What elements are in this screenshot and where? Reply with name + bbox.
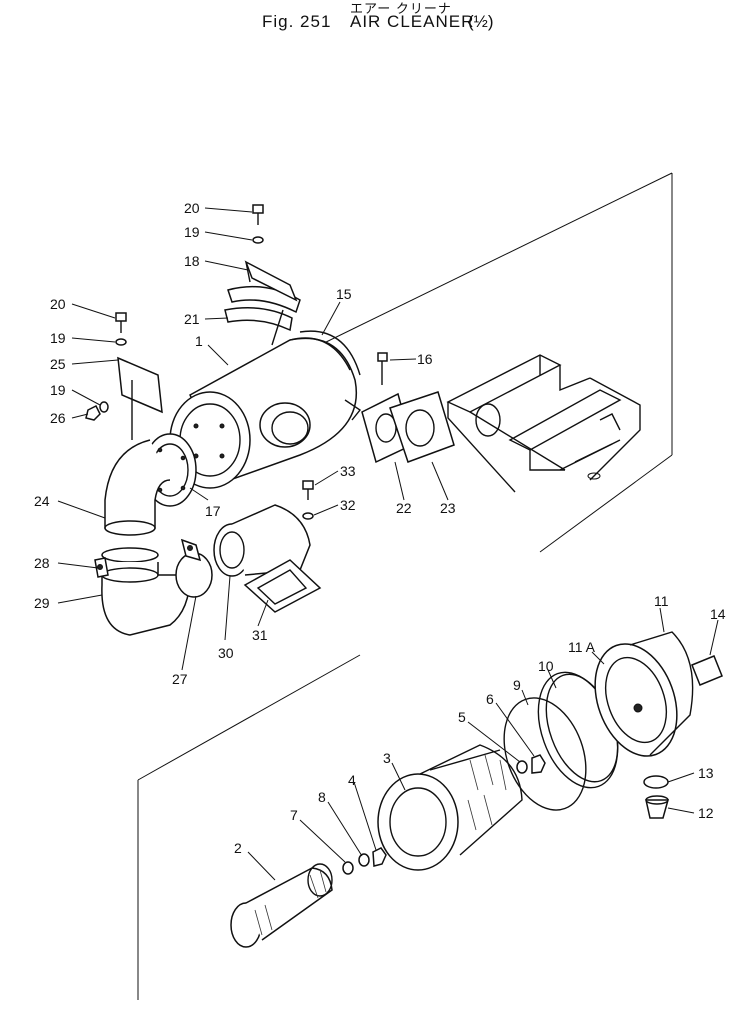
inner-element-2: [230, 863, 333, 948]
page-title: AIR CLEANER: [350, 12, 475, 31]
callout-31: 31: [252, 627, 268, 643]
callout-11a: 11 A: [568, 639, 596, 655]
japanese-title: エアー クリーナ: [350, 1, 452, 16]
callout-22: 22: [396, 500, 412, 516]
gasket-9: [503, 697, 587, 811]
callout-27: 27: [172, 671, 188, 687]
callout-21: 21: [184, 311, 200, 327]
cover-11: [594, 631, 694, 757]
callout-11: 11: [654, 593, 669, 609]
callout-16: 16: [417, 351, 433, 367]
callout-14: 14: [710, 606, 726, 622]
callout-28: 28: [34, 555, 50, 571]
elbow-24: [104, 433, 197, 536]
outer-element-3: [377, 744, 523, 871]
washer-5-nut-6: [516, 754, 546, 774]
air-cleaner-body: [169, 330, 362, 489]
callout-3: 3: [383, 750, 391, 766]
callout-25: 25: [50, 356, 66, 372]
callout-32: 32: [340, 497, 356, 513]
cup-13-valve-12: [643, 775, 669, 819]
bolt-33-washer-32: [302, 480, 314, 520]
callout-19-lower: 19: [50, 382, 66, 398]
callout-24: 24: [34, 493, 50, 509]
callout-18: 18: [184, 253, 200, 269]
callout-12: 12: [698, 805, 714, 821]
callout-29: 29: [34, 595, 50, 611]
callout-30: 30: [218, 645, 234, 661]
figure-number: Fig. 251: [262, 12, 332, 31]
left-bolt-assembly: [85, 312, 163, 440]
callout-4: 4: [348, 772, 356, 788]
callout-8: 8: [318, 789, 326, 805]
callout-17: 17: [205, 503, 221, 519]
callout-20-left: 20: [50, 296, 66, 312]
callout-labels: 20 19 18 21 1 15 16 20 19 25 19 26 24 28…: [34, 200, 726, 856]
callout-5: 5: [458, 709, 466, 725]
strap-and-bracket: [224, 260, 301, 346]
elbow-29-with-clamp: [94, 547, 191, 636]
callout-2: 2: [234, 840, 242, 856]
callout-7: 7: [290, 807, 298, 823]
lower-plane: [137, 654, 361, 1000]
callout-9: 9: [513, 677, 521, 693]
callout-19-left: 19: [50, 330, 66, 346]
bolt-16-gaskets: [361, 352, 455, 464]
washers-and-nut: [342, 847, 387, 875]
callout-1: 1: [195, 333, 203, 349]
upper-bolt-washer: [252, 204, 264, 244]
leader-lines: [57, 207, 719, 881]
upper-mounting-plane: [319, 172, 673, 553]
label-14: [691, 655, 723, 686]
frame-bracket: [446, 354, 641, 493]
hose-27: [175, 538, 213, 598]
callout-33: 33: [340, 463, 356, 479]
callout-23: 23: [440, 500, 456, 516]
callout-19-top: 19: [184, 224, 200, 240]
callout-20-top: 20: [184, 200, 200, 216]
callout-10: 10: [538, 658, 554, 674]
callout-13: 13: [698, 765, 714, 781]
sheet-indicator: (½): [468, 12, 494, 31]
callout-15: 15: [336, 286, 352, 302]
callout-6: 6: [486, 691, 494, 707]
pipe-30: [213, 504, 322, 613]
callout-26: 26: [50, 410, 66, 426]
